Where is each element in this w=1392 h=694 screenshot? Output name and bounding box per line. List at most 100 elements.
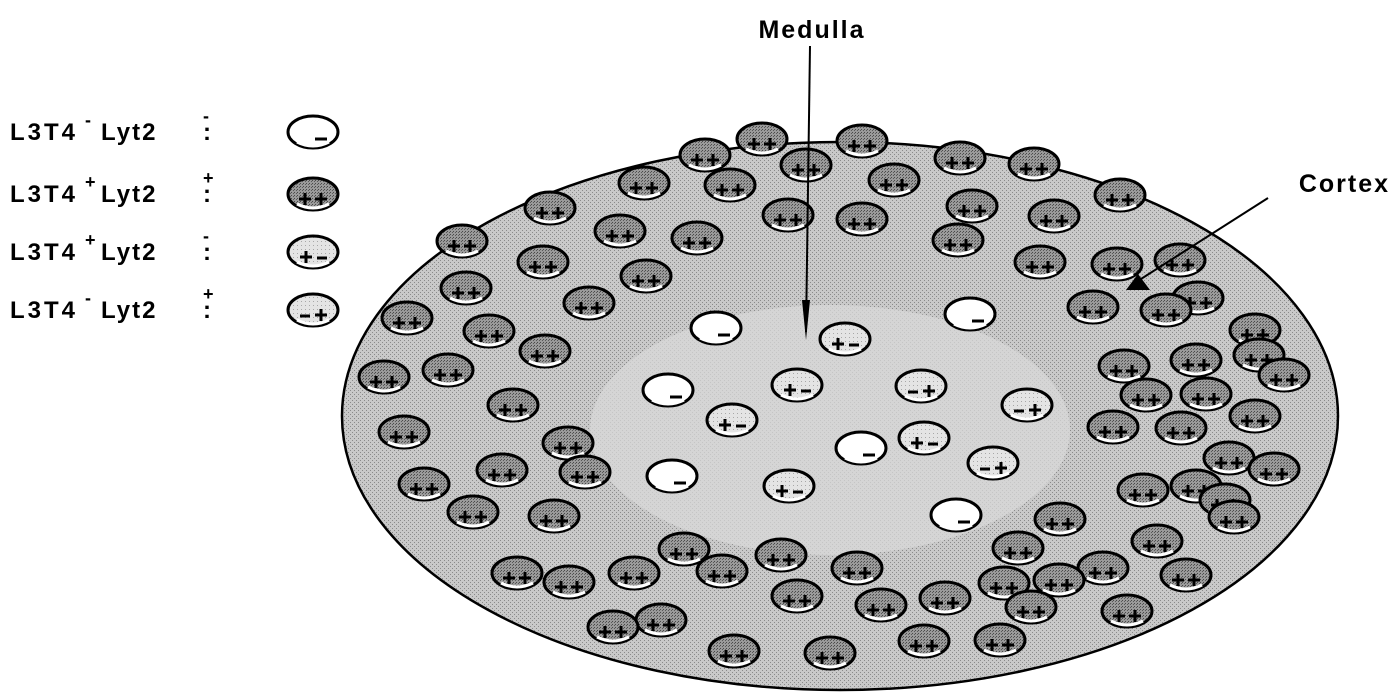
legend-marker: L3T4 bbox=[10, 119, 78, 146]
double-positive-cell bbox=[1092, 248, 1142, 280]
legend-row: L3T4+Lyt2+: bbox=[10, 168, 338, 210]
double-positive-cell bbox=[697, 555, 747, 587]
legend-row: L3T4-Lyt2+: bbox=[10, 284, 338, 326]
legend-marker-sign: - bbox=[85, 288, 91, 308]
double-positive-cell bbox=[379, 416, 429, 448]
double-positive-cell bbox=[1132, 525, 1182, 557]
double-positive-cell bbox=[920, 582, 970, 614]
l3t4-single-positive-cell bbox=[707, 404, 757, 436]
double-positive-cell bbox=[933, 224, 983, 256]
double-negative-cell bbox=[836, 432, 886, 464]
legend-colon: : bbox=[203, 297, 211, 324]
double-positive-cell bbox=[636, 604, 686, 636]
double-positive-cell bbox=[856, 589, 906, 621]
double-negative-cell bbox=[691, 312, 741, 344]
double-positive-cell bbox=[935, 142, 985, 174]
double-positive-cell bbox=[609, 557, 659, 589]
double-positive-cell bbox=[525, 192, 575, 224]
double-positive-cell bbox=[560, 456, 610, 488]
legend-cell-symbol bbox=[288, 294, 338, 326]
double-positive-cell bbox=[595, 215, 645, 247]
double-positive-cell bbox=[488, 389, 538, 421]
double-positive-cell bbox=[947, 190, 997, 222]
double-positive-cell bbox=[899, 625, 949, 657]
double-positive-cell bbox=[399, 468, 449, 500]
double-positive-cell bbox=[492, 557, 542, 589]
double-positive-cell bbox=[1006, 591, 1056, 623]
double-positive-cell bbox=[382, 302, 432, 334]
double-positive-cell bbox=[1204, 442, 1254, 474]
double-positive-cell bbox=[1015, 246, 1065, 278]
double-positive-cell bbox=[975, 624, 1025, 656]
cortex-label: Cortex bbox=[1299, 170, 1390, 198]
double-positive-cell bbox=[680, 139, 730, 171]
double-negative-cell bbox=[647, 460, 697, 492]
double-positive-cell bbox=[763, 199, 813, 231]
double-positive-cell bbox=[869, 164, 919, 196]
double-positive-cell bbox=[1029, 200, 1079, 232]
legend-co-marker: Lyt2 bbox=[101, 119, 157, 146]
double-positive-cell bbox=[588, 611, 638, 643]
double-positive-cell bbox=[837, 125, 887, 157]
double-positive-cell bbox=[1068, 291, 1118, 323]
double-positive-cell bbox=[619, 167, 669, 199]
double-negative-cell bbox=[931, 499, 981, 531]
legend-marker-sign: - bbox=[85, 110, 91, 130]
legend-marker: L3T4 bbox=[10, 297, 78, 324]
double-positive-cell bbox=[1249, 453, 1299, 485]
double-positive-cell bbox=[1078, 552, 1128, 584]
double-positive-cell bbox=[1161, 559, 1211, 591]
legend-cell-symbol bbox=[288, 236, 338, 268]
double-positive-cell bbox=[705, 169, 755, 201]
double-positive-cell bbox=[805, 637, 855, 669]
legend-row: L3T4-Lyt2-: bbox=[10, 106, 338, 148]
double-positive-cell bbox=[448, 496, 498, 528]
double-negative-cell bbox=[643, 374, 693, 406]
double-positive-cell bbox=[672, 222, 722, 254]
double-negative-cell bbox=[945, 298, 995, 330]
double-positive-cell bbox=[832, 552, 882, 584]
legend-co-marker: Lyt2 bbox=[101, 239, 157, 266]
double-positive-cell bbox=[772, 580, 822, 612]
double-positive-cell bbox=[737, 123, 787, 155]
legend-cell-symbol bbox=[288, 178, 338, 210]
double-positive-cell bbox=[781, 149, 831, 181]
double-positive-cell bbox=[359, 361, 409, 393]
legend-row: L3T4+Lyt2-: bbox=[10, 226, 338, 268]
double-positive-cell bbox=[1171, 344, 1221, 376]
double-positive-cell bbox=[837, 203, 887, 235]
legend: L3T4-Lyt2-:L3T4+Lyt2+:L3T4+Lyt2-:L3T4-Ly… bbox=[10, 106, 338, 326]
double-positive-cell bbox=[441, 272, 491, 304]
double-positive-cell bbox=[477, 454, 527, 486]
double-positive-cell bbox=[1181, 378, 1231, 410]
legend-co-marker: Lyt2 bbox=[101, 181, 157, 208]
double-positive-cell bbox=[1102, 595, 1152, 627]
double-positive-cell bbox=[1209, 501, 1259, 533]
double-positive-cell bbox=[518, 246, 568, 278]
double-positive-cell bbox=[529, 500, 579, 532]
double-positive-cell bbox=[464, 315, 514, 347]
double-positive-cell bbox=[993, 532, 1043, 564]
legend-colon: : bbox=[203, 181, 211, 208]
legend-cell-symbol bbox=[288, 116, 338, 148]
double-positive-cell bbox=[1035, 503, 1085, 535]
double-positive-cell bbox=[1118, 474, 1168, 506]
legend-colon: : bbox=[203, 119, 211, 146]
lyt2-single-positive-cell bbox=[1002, 389, 1052, 421]
double-positive-cell bbox=[1121, 379, 1171, 411]
double-positive-cell bbox=[1155, 244, 1205, 276]
legend-marker: L3T4 bbox=[10, 239, 78, 266]
double-positive-cell bbox=[1156, 412, 1206, 444]
l3t4-single-positive-cell bbox=[899, 422, 949, 454]
double-positive-cell bbox=[520, 335, 570, 367]
l3t4-single-positive-cell bbox=[764, 470, 814, 502]
legend-co-marker: Lyt2 bbox=[101, 297, 157, 324]
lyt2-single-positive-cell bbox=[896, 370, 946, 402]
double-positive-cell bbox=[621, 260, 671, 292]
legend-marker-sign: + bbox=[85, 230, 96, 250]
legend-marker-sign: + bbox=[85, 172, 96, 192]
double-positive-cell bbox=[1099, 350, 1149, 382]
double-positive-cell bbox=[1230, 400, 1280, 432]
double-positive-cell bbox=[1095, 179, 1145, 211]
